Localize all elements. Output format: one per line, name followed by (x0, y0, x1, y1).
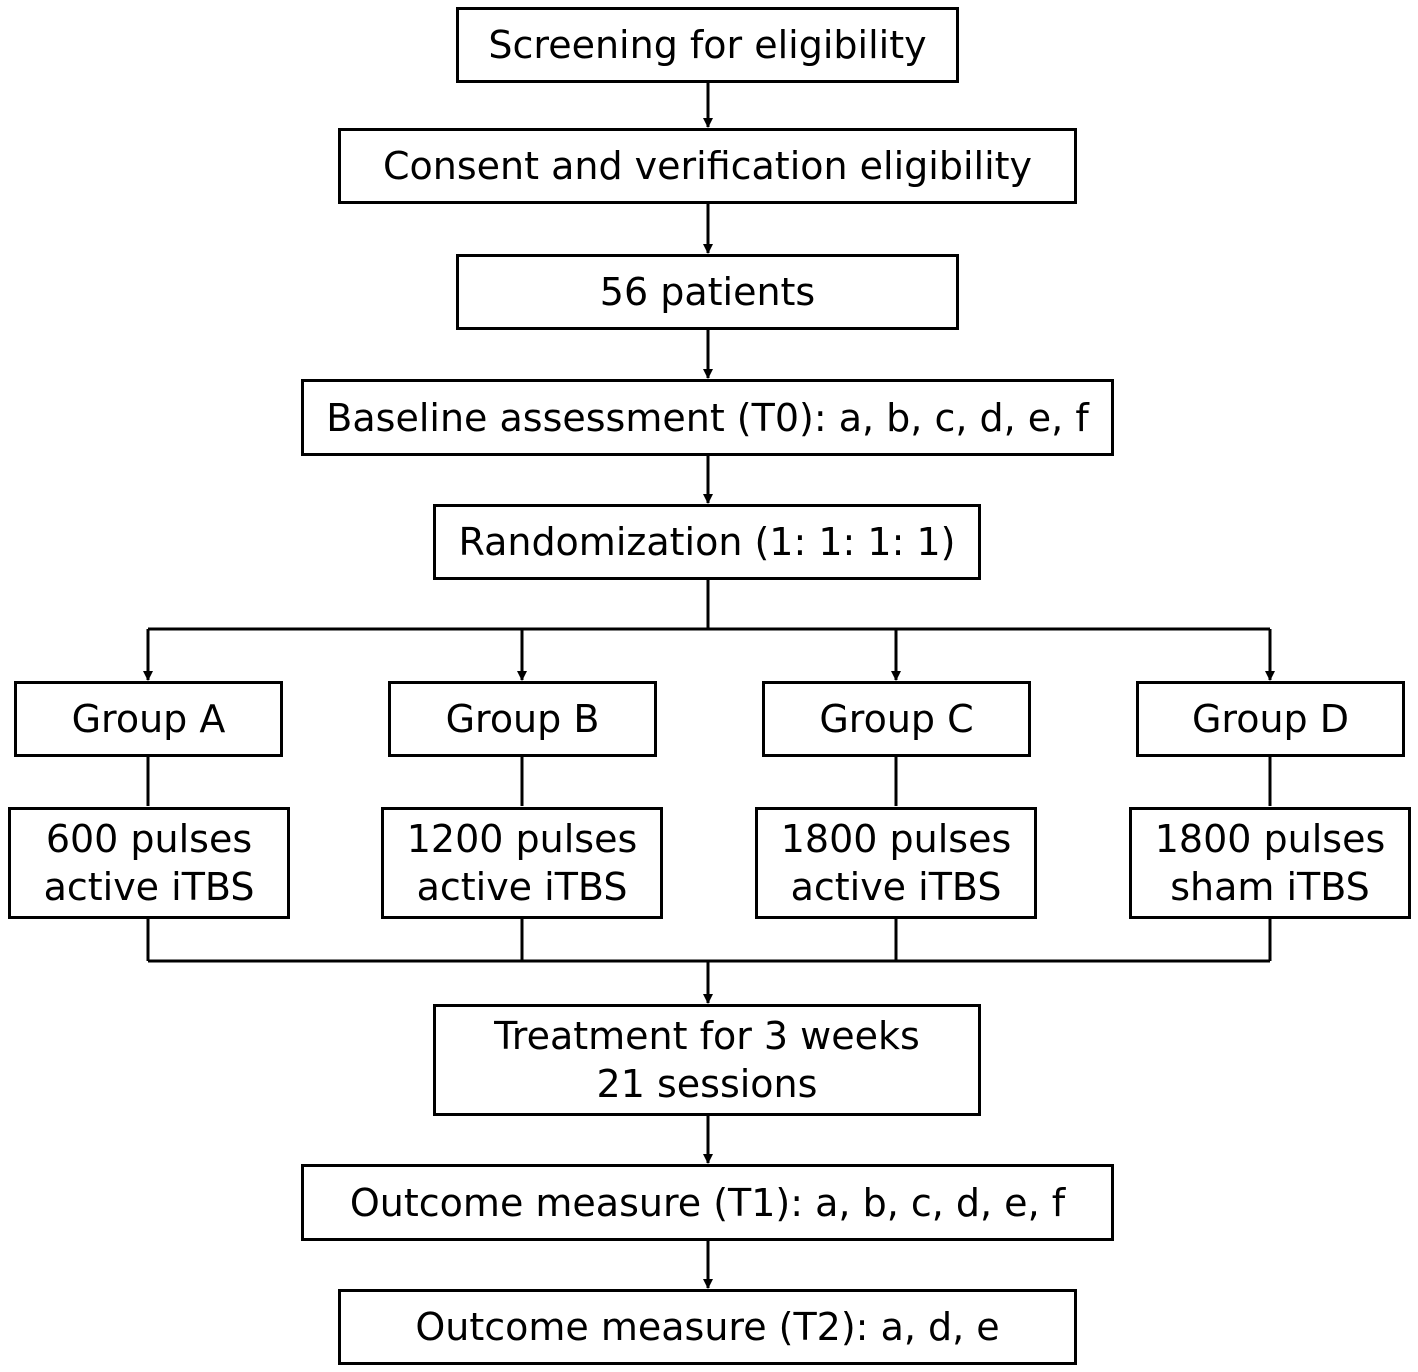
screening-box: Screening for eligibility (456, 7, 959, 83)
outcome-t2-label: Outcome measure (T2): a, d, e (415, 1305, 1000, 1349)
group-d-stimulation: sham iTBS (1170, 865, 1370, 909)
group-c-stimulation: active iTBS (790, 865, 1002, 909)
group-d-pulses: 1800 pulses (1154, 817, 1386, 861)
treatment-duration: Treatment for 3 weeks (494, 1014, 920, 1058)
group-b-pulses: 1200 pulses (406, 817, 638, 861)
group-a-pulses: 600 pulses (45, 817, 253, 861)
screening-label: Screening for eligibility (488, 23, 927, 67)
group-c-label: Group C (819, 697, 974, 741)
group-d-label: Group D (1191, 697, 1350, 741)
randomization-label: Randomization (1: 1: 1: 1) (458, 520, 956, 564)
group-d-protocol-box: 1800 pulses sham iTBS (1129, 807, 1411, 919)
outcome-t2-box: Outcome measure (T2): a, d, e (338, 1289, 1077, 1365)
group-b-label: Group B (445, 697, 600, 741)
group-c-pulses: 1800 pulses (780, 817, 1012, 861)
group-b-stimulation: active iTBS (416, 865, 628, 909)
consent-label: Consent and verification eligibility (382, 144, 1033, 188)
group-a-protocol-box: 600 pulses active iTBS (8, 807, 290, 919)
group-b-box: Group B (388, 681, 657, 757)
group-c-box: Group C (762, 681, 1031, 757)
outcome-t1-label: Outcome measure (T1): a, b, c, d, e, f (349, 1180, 1066, 1225)
group-a-stimulation: active iTBS (43, 865, 255, 909)
outcome-t1-box: Outcome measure (T1): a, b, c, d, e, f (301, 1164, 1114, 1241)
treatment-sessions: 21 sessions (596, 1062, 818, 1106)
baseline-label: Baseline assessment (T0): a, b, c, d, e,… (326, 395, 1089, 440)
patients-box: 56 patients (456, 254, 959, 330)
group-a-label: Group A (71, 697, 226, 741)
group-c-protocol-box: 1800 pulses active iTBS (755, 807, 1037, 919)
group-b-protocol-box: 1200 pulses active iTBS (381, 807, 663, 919)
treatment-box: Treatment for 3 weeks 21 sessions (433, 1004, 981, 1116)
patients-label: 56 patients (599, 270, 816, 314)
randomization-box: Randomization (1: 1: 1: 1) (433, 504, 981, 580)
group-a-box: Group A (14, 681, 283, 757)
group-d-box: Group D (1136, 681, 1405, 757)
consent-box: Consent and verification eligibility (338, 128, 1077, 204)
baseline-box: Baseline assessment (T0): a, b, c, d, e,… (301, 379, 1114, 456)
